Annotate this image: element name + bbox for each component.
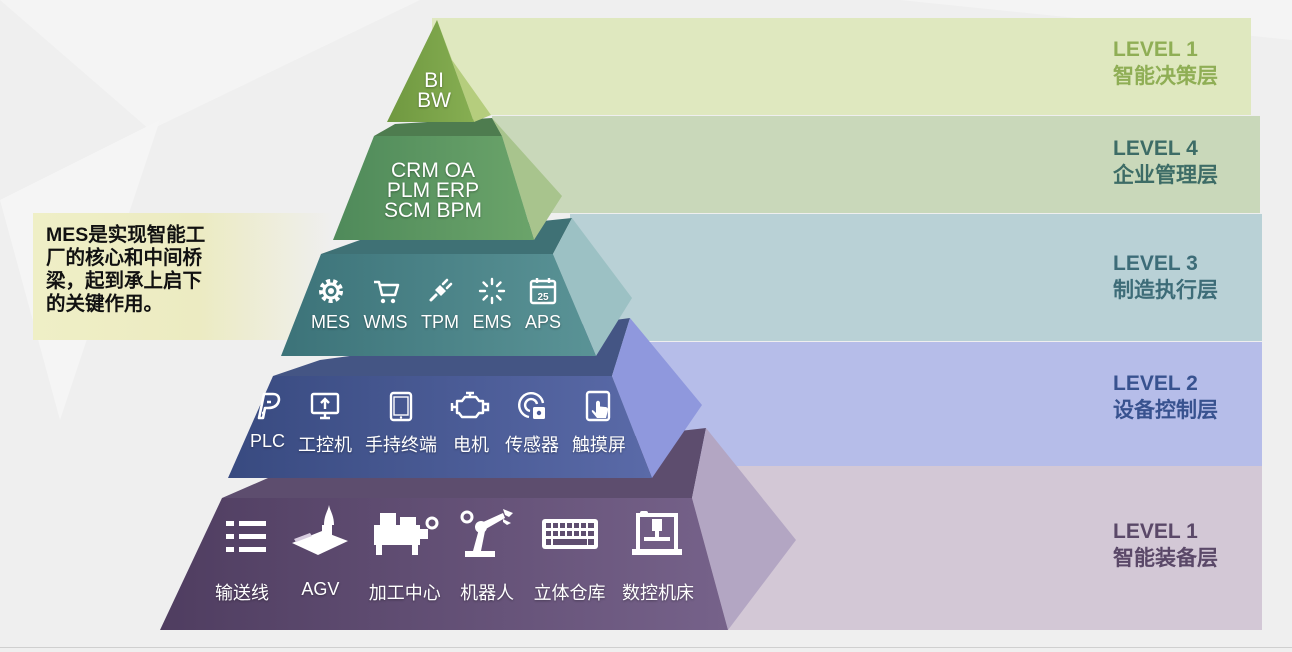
callout-line: 梁，起到承上启下 [46,270,203,292]
gear-icon [318,279,343,303]
level-name: 制造执行层 [1113,279,1218,302]
level-band-1 [432,18,1251,115]
touch-screen-icon [585,390,611,422]
paypal-p-icon [257,392,280,420]
tier-line: CRM OA [391,159,475,182]
control-label: 电机 [452,435,489,455]
cnc-machine-icon [631,511,682,555]
equipment-item-cnc: 数控机床 [622,505,694,605]
equipment-item-robot: 机器人 [457,505,517,605]
level-name: 智能决策层 [1113,65,1218,88]
equipment-item-agv: AGV [288,505,352,605]
control-item-motor: 电机 [450,389,492,457]
callout-line: MES是实现智能工 [46,224,206,246]
tier-line: BW [417,89,451,112]
control-item-plc: PLC [250,389,285,457]
control-label: PLC [250,431,286,451]
exec-item-aps: 25 APS [525,276,561,333]
level-label-2: LEVEL 4 企业管理层 [1113,135,1218,189]
control-label: 工控机 [298,435,352,455]
control-label: 传感器 [504,435,559,455]
level-name: 智能装备层 [1113,547,1218,570]
tier-decision-text: BI BW [384,69,484,112]
footer-divider [0,647,1292,648]
equipment-label: 机器人 [460,583,515,603]
exec-label: APS [524,312,561,332]
equipment-label: AGV [301,579,340,599]
exec-label: TPM [420,312,459,332]
level-title: LEVEL 3 [1113,252,1198,275]
equipment-label: 输送线 [215,583,269,603]
level-title: LEVEL 1 [1113,520,1198,543]
level-band-4 [615,342,1262,466]
level-band-3 [570,214,1262,341]
monitor-upload-icon [310,392,340,420]
sensor-icon [517,392,545,419]
control-icon-row: PLC 工控机 手持终端 电机 传感器 [250,389,626,457]
exec-label: WMS [363,312,408,332]
tier-management [333,118,562,240]
equipment-label: 数控机床 [621,583,694,603]
equipment-label: 加工中心 [368,583,441,603]
calendar-icon: 25 [529,278,557,305]
tier-line: SCM BPM [383,199,482,222]
equipment-item-warehouse: 立体仓库 [534,505,606,605]
level-label-3: LEVEL 3 制造执行层 [1113,250,1218,304]
level-label-1: LEVEL 1 智能决策层 [1113,36,1218,90]
equipment-item-conveyor: 输送线 [212,505,272,605]
plug-icon [429,278,453,302]
tier-decision [387,20,491,122]
callout-line: 厂的核心和中间桥 [46,247,203,269]
execution-icon-row: MES WMS TPM EMS [311,276,561,333]
equipment-label: 立体仓库 [533,583,606,603]
control-item-ipc: 工控机 [298,389,352,457]
agv-icon [292,505,349,555]
control-item-handheld: 手持终端 [365,389,437,457]
tier-line: BI [424,69,444,92]
exec-item-mes: MES [311,276,350,333]
keyboard-icon [541,519,598,549]
exec-item-tpm: TPM [421,276,459,333]
tier-management-text: CRM OA PLM ERP SCM BPM [353,159,513,222]
level-title: LEVEL 1 [1113,38,1198,61]
calendar-badge: 25 [537,292,549,303]
level-label-4: LEVEL 2 设备控制层 [1113,370,1218,424]
exec-item-wms: WMS [364,276,408,333]
engine-icon [450,391,490,419]
robot-arm-icon [460,509,514,557]
callout-line: 的关键作用。 [46,293,164,315]
equipment-icon-row: 输送线 AGV 加工中心 [212,505,694,605]
machining-center-icon [373,513,439,555]
control-item-touchscreen: 触摸屏 [572,389,626,457]
exec-item-ems: EMS [472,276,511,333]
level-name: 设备控制层 [1113,399,1218,422]
list-icon [226,521,266,552]
control-label: 手持终端 [364,435,437,455]
level-title: LEVEL 2 [1113,372,1198,395]
loading-icon [478,277,506,305]
level-title: LEVEL 4 [1113,137,1198,160]
level-name: 企业管理层 [1113,164,1218,187]
level-band-2 [492,116,1260,213]
exec-label: EMS [472,312,512,332]
control-label: 触摸屏 [571,435,626,455]
tablet-icon [389,391,413,422]
level-label-5: LEVEL 1 智能装备层 [1113,518,1218,572]
tier-line: PLM ERP [386,179,480,202]
control-item-sensor: 传感器 [505,389,559,457]
exec-label: MES [311,312,351,332]
callout-text: MES是实现智能工 厂的核心和中间桥 梁，起到承上启下 的关键作用。 [46,224,246,316]
cart-icon [373,280,399,304]
callout-box [33,213,333,340]
equipment-item-machining: 加工中心 [369,505,441,605]
